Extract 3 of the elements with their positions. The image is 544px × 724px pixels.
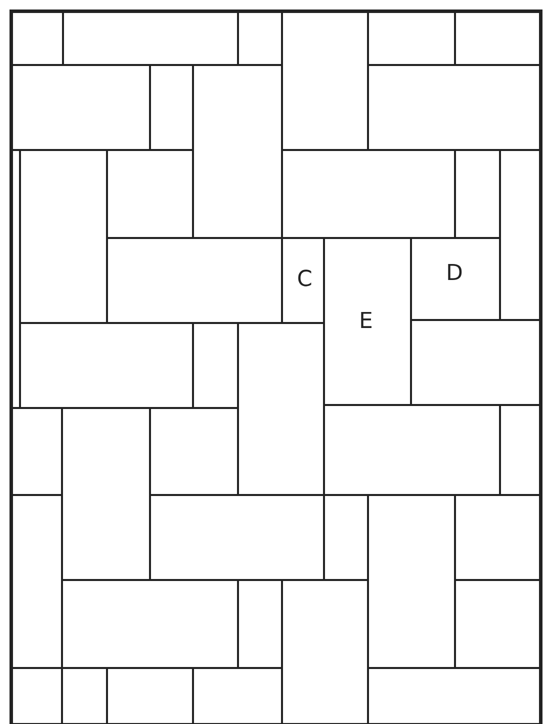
tile-letter: E — [359, 309, 373, 334]
tile-letter: D — [446, 261, 463, 286]
tile-letter: C — [297, 267, 312, 292]
